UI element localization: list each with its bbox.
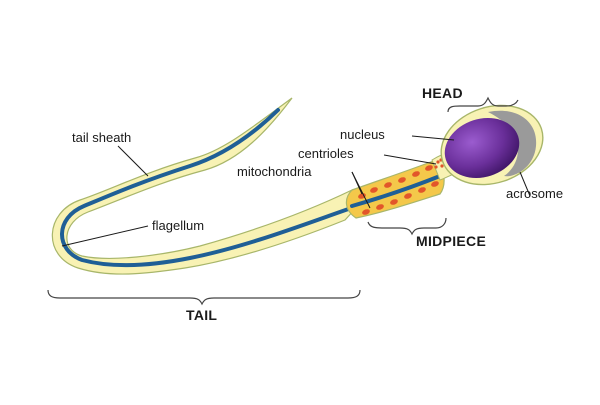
mitochondrion <box>390 199 398 205</box>
mitochondria-leader-2 <box>351 171 371 209</box>
mitochondria-group <box>358 165 439 215</box>
axial-filament <box>350 174 442 208</box>
nucleus-shape <box>444 118 520 178</box>
head-label: HEAD <box>422 85 463 101</box>
tail-sheath-shape <box>51 97 357 275</box>
tail-sheath-leader <box>117 145 149 177</box>
nucleus-leader <box>411 135 455 141</box>
mitochondrion <box>431 181 439 187</box>
mitochondrion <box>425 165 433 171</box>
tail-bracket <box>47 289 361 306</box>
head-bracket <box>447 96 519 113</box>
mitochondrion <box>418 187 426 193</box>
mitochondrion <box>404 193 412 199</box>
centriole-dot <box>436 160 440 164</box>
mitochondria-label: mitochondria <box>237 164 312 179</box>
acrosome-cap <box>488 110 537 177</box>
acrosome-leader <box>519 171 531 197</box>
centrioles-label: centrioles <box>298 146 354 161</box>
nucleus-label: nucleus <box>340 127 385 142</box>
mitochondrion <box>398 177 406 183</box>
flagellum-label: flagellum <box>152 218 204 233</box>
midpiece-label: MIDPIECE <box>416 233 486 249</box>
centrioles-leader <box>383 154 437 165</box>
acrosome-label: acrosome <box>506 186 563 201</box>
tail-sheath-label: tail sheath <box>72 130 131 145</box>
mitochondrion <box>412 171 420 177</box>
mitochondrion <box>376 204 384 210</box>
mitochondrion <box>384 182 392 188</box>
flagellum-line <box>60 108 432 268</box>
mitochondrion <box>370 187 378 193</box>
centriole-dot <box>434 165 438 169</box>
mitochondrion <box>362 209 370 215</box>
tail-label: TAIL <box>186 307 217 323</box>
flagellum-leader <box>61 225 149 247</box>
midpiece-bracket <box>367 217 447 236</box>
midpiece-shape <box>345 159 445 219</box>
mitochondrion <box>358 193 366 199</box>
centriole-dot <box>440 164 444 168</box>
